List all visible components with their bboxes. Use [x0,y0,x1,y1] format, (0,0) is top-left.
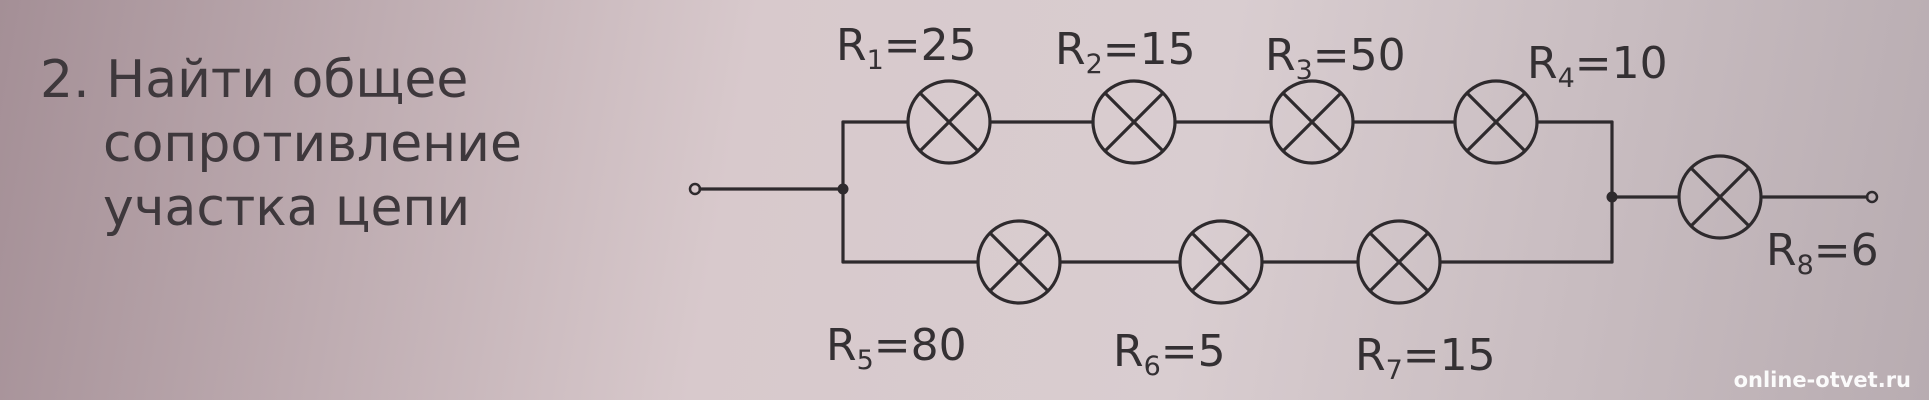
resistor-r7-label: R7=15 [1355,330,1496,386]
resistor-r5-symbol [976,219,1062,305]
resistor-r8-label: R8=6 [1766,225,1879,281]
resistor-r8-symbol [1677,154,1763,240]
output-terminal [1865,190,1879,204]
resistor-r3-symbol [1269,79,1355,165]
resistor-r2-label: R2=15 [1055,24,1196,80]
task-title: Найти общее [106,50,469,110]
left-junction-dot [837,183,849,195]
resistor-r4-label: R4=10 [1527,38,1668,94]
resistor-r5-label: R5=80 [826,320,967,376]
resistor-r3-label: R3=50 [1265,30,1406,86]
watermark: online-otvet.ru [1733,368,1911,392]
resistor-symbols [906,79,1763,305]
task-line-2: сопротивление [103,114,522,174]
task-line-3: участка цепи [103,178,471,238]
resistor-r6-symbol [1178,219,1264,305]
right-junction-dot [1606,191,1618,203]
resistor-r1-symbol [906,79,992,165]
input-terminal [688,182,702,196]
task-number: 2. [40,50,90,110]
resistor-r4-symbol [1453,79,1539,165]
resistor-r6-label: R6=5 [1113,326,1226,382]
wires [698,120,1869,264]
task-line-1: 2. Найти общее [40,48,522,112]
resistor-r2-symbol [1091,79,1177,165]
resistor-r1-label: R1=25 [836,20,977,76]
resistor-r7-symbol [1356,219,1442,305]
task-text: 2. Найти общее сопротивление участка цеп… [40,48,522,240]
